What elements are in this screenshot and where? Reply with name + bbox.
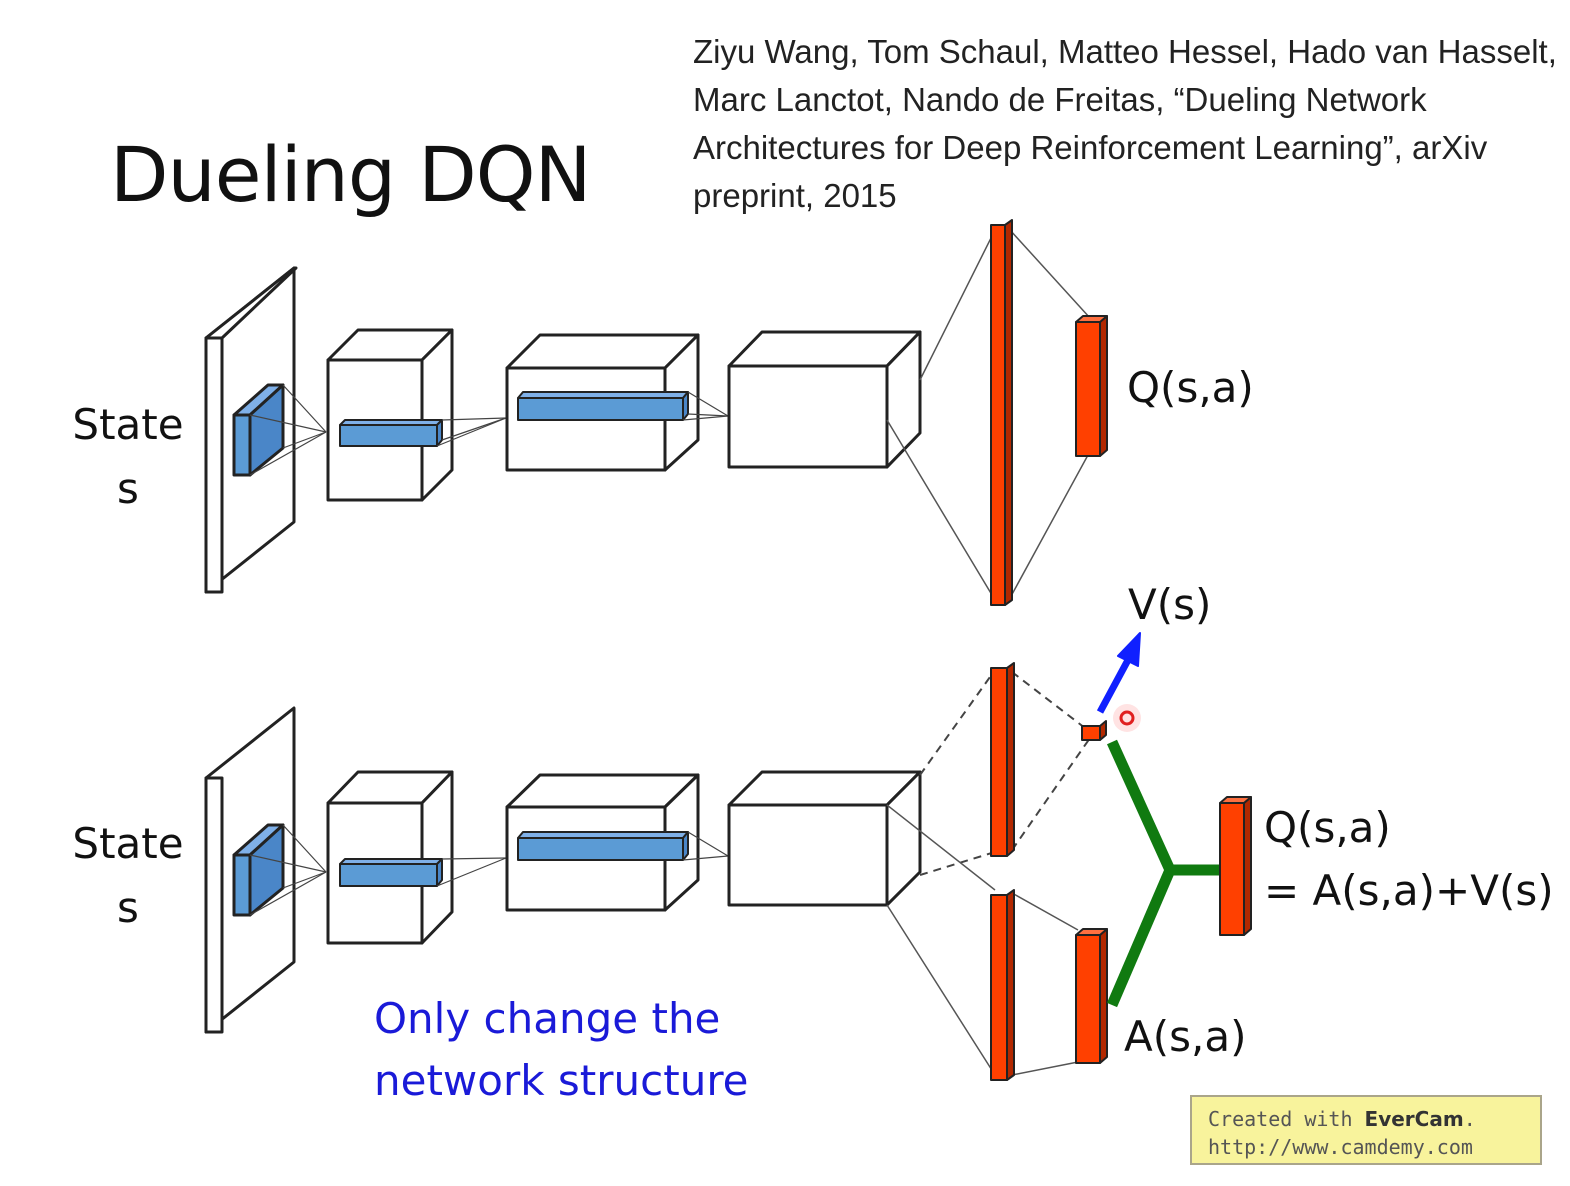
paper-citation: Ziyu Wang, Tom Schaul, Matteo Hessel, Ha… — [693, 33, 1557, 214]
bottom-conv-layer-3 — [727, 770, 922, 907]
top-conv-layer-2 — [505, 333, 700, 472]
watermark-suffix: . — [1463, 1107, 1476, 1131]
advantage-label: A(s,a) — [1124, 1012, 1247, 1061]
top-fc-layer — [990, 219, 1013, 606]
q-equation-label: = A(s,a)+V(s) — [1264, 866, 1554, 915]
bottom-q-label: Q(s,a) — [1264, 803, 1391, 852]
bottom-q-output — [1219, 796, 1252, 936]
top-network — [204, 219, 1108, 606]
evercam-watermark: Created with EverCam. http://www.camdemy… — [1190, 1095, 1542, 1165]
watermark-brand: EverCam — [1364, 1107, 1464, 1131]
slide-title: Dueling DQN — [110, 130, 591, 219]
watermark-prefix: Created with — [1208, 1107, 1365, 1131]
top-conv-layer-3 — [727, 330, 922, 469]
structure-note-line2: network structure — [374, 1056, 749, 1105]
bottom-network — [204, 632, 1252, 1081]
combine-connector — [1106, 739, 1222, 1008]
watermark-url: http://www.camdemy.com — [1208, 1135, 1473, 1159]
advantage-output — [1075, 928, 1108, 1064]
top-state-label-line2: s — [117, 464, 139, 513]
bottom-conv-layer-1 — [326, 770, 454, 945]
cursor-indicator-icon — [1113, 704, 1141, 732]
bottom-input-filter — [232, 823, 285, 917]
advantage-stream-fc-layer — [990, 889, 1015, 1081]
value-output-node — [1081, 720, 1107, 741]
bottom-conv-layer-2 — [505, 773, 700, 912]
top-q-output — [1075, 315, 1108, 457]
value-arrow-icon — [1096, 632, 1141, 714]
value-label: V(s) — [1128, 580, 1212, 629]
structure-note: Only change the network structure — [374, 988, 749, 1112]
top-q-label: Q(s,a) — [1127, 363, 1254, 412]
bottom-state-label: State s — [58, 812, 198, 940]
value-stream-fc-layer — [990, 662, 1015, 857]
top-state-label-line1: State — [72, 400, 184, 449]
bottom-state-label-line1: State — [72, 819, 184, 868]
watermark-line1: Created with EverCam. — [1208, 1105, 1540, 1133]
top-state-label: State s — [58, 393, 198, 521]
top-conv-layer-1 — [326, 328, 454, 502]
structure-note-line1: Only change the — [374, 994, 721, 1043]
bottom-state-label-line2: s — [117, 883, 139, 932]
